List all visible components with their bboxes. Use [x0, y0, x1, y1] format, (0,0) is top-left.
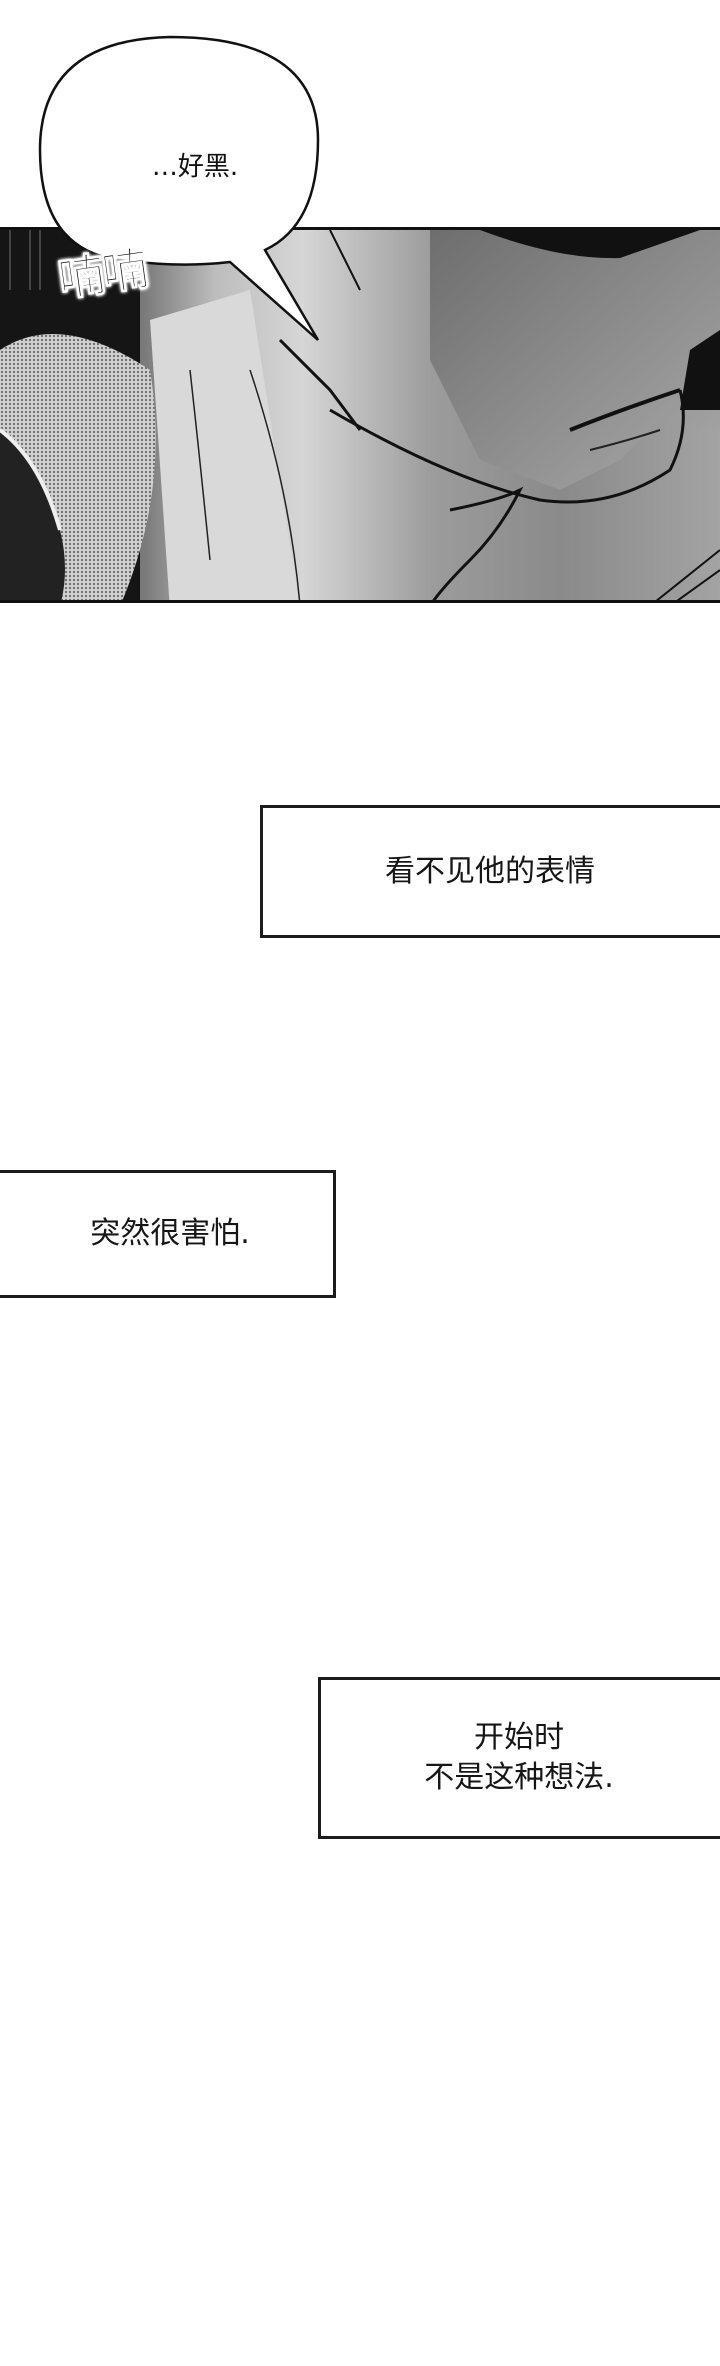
caption-line-2: 不是这种想法.: [424, 1760, 614, 1795]
caption-line-1: 开始时: [473, 1720, 564, 1755]
caption-text: 看不见他的表情: [385, 853, 595, 889]
speech-bubble: [38, 35, 320, 341]
caption-text-block: 开始时 不是这种想法.: [424, 1718, 614, 1798]
caption-box-3: 开始时 不是这种想法.: [318, 1677, 720, 1839]
speech-bubble-text: …好黑.: [151, 152, 239, 182]
caption-box-1: 看不见他的表情: [260, 805, 720, 938]
panel-illustration: [0, 230, 720, 600]
sound-effect-murmur: 喃喃: [55, 241, 151, 308]
manga-panel-face-closeup: [0, 227, 720, 603]
caption-text: 突然很害怕.: [90, 1216, 250, 1251]
caption-box-2: 突然很害怕.: [0, 1170, 336, 1298]
